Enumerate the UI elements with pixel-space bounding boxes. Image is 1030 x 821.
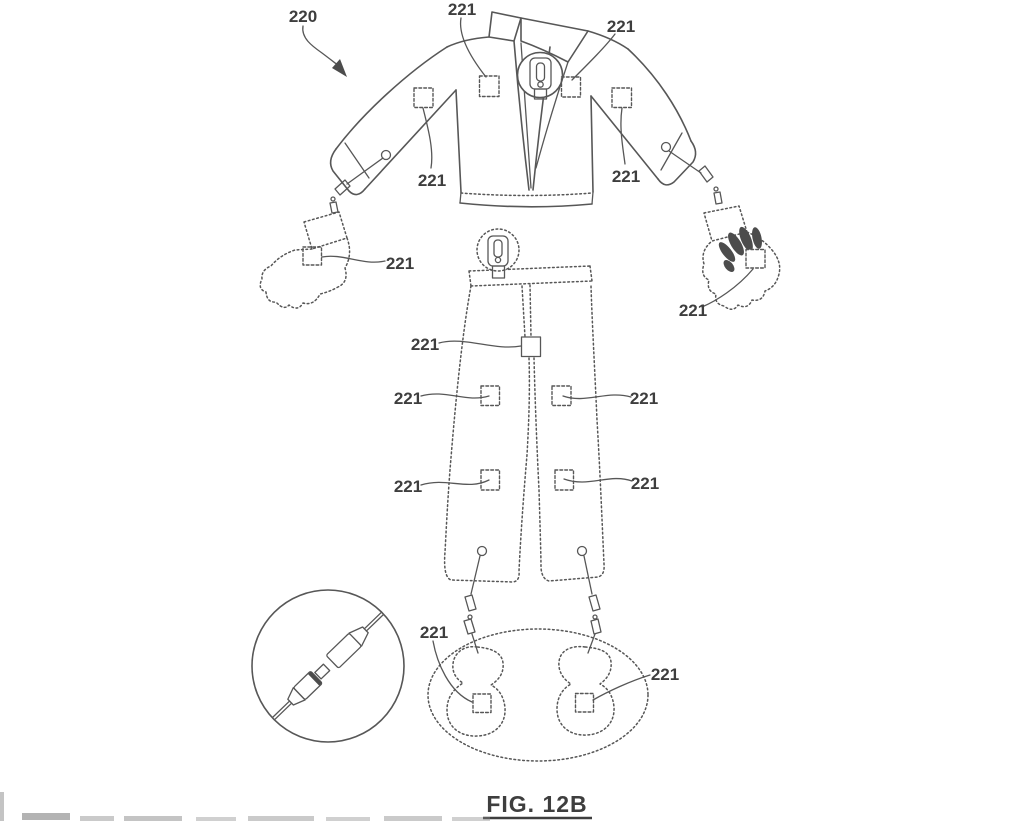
pants-right-thigh-patch xyxy=(551,385,572,407)
left-glove-patch xyxy=(302,246,323,266)
ref-label-left-thigh: 221 xyxy=(394,389,422,408)
pants-left-knee-patch xyxy=(480,469,501,491)
pants-fly-patch xyxy=(520,336,542,358)
system-arrow xyxy=(302,25,347,77)
jacket-left-cuff-port xyxy=(380,149,392,161)
jacket-right-sleeve xyxy=(627,48,692,142)
jacket-zipper-pull-icon xyxy=(516,51,564,100)
figure-caption: FIG. 12B xyxy=(483,791,592,820)
ref-label-right-thigh: 221 xyxy=(630,389,658,408)
insoles-boundary-ellipse xyxy=(427,628,649,762)
ref-label-left-glove: 221 xyxy=(386,254,414,273)
pants-zipper-pull-icon xyxy=(476,228,520,279)
pants-left-hem-port xyxy=(476,545,488,557)
right-insole-patch xyxy=(574,692,595,713)
jacket-right-sleeve-patch xyxy=(611,87,633,109)
ref-label-system: 220 xyxy=(289,7,317,26)
ref-label-left-sleeve: 221 xyxy=(418,171,446,190)
jacket-zipper-opening xyxy=(513,40,530,191)
left-ankle-cord xyxy=(463,555,481,654)
insoles xyxy=(427,628,649,762)
pants-right-hem-port xyxy=(576,545,588,557)
jacket-right-cuff-port xyxy=(660,141,672,153)
connector-detail-callout xyxy=(251,589,405,743)
jacket-left-sleeve xyxy=(335,46,448,150)
right-ankle-cord xyxy=(583,555,602,654)
right-glove xyxy=(702,205,781,310)
pants xyxy=(443,228,605,654)
annotation-leaders xyxy=(302,17,754,703)
left-cuff-cord xyxy=(329,157,384,214)
left-insole-patch xyxy=(472,693,492,714)
figure-caption-text: FIG. 12B xyxy=(486,791,587,817)
cable-connector-pair-icon xyxy=(272,612,384,720)
right-glove-knuckle-pads xyxy=(718,226,762,272)
reference-labels: 220 221 221 221 221 221 221 221 221 221 … xyxy=(289,0,707,684)
jacket-left-sleeve-patch xyxy=(413,87,434,109)
ref-label-right-glove: 221 xyxy=(679,301,707,320)
jacket-hem-band xyxy=(460,192,593,197)
pants-left-thigh-patch xyxy=(480,385,501,407)
ref-label-fly: 221 xyxy=(411,335,439,354)
right-insole xyxy=(556,645,615,736)
ref-label-left-chest: 221 xyxy=(448,0,476,19)
cut-off-text-sliver xyxy=(0,792,490,821)
left-insole xyxy=(446,645,506,737)
ref-label-left-insole: 221 xyxy=(420,623,448,642)
left-glove xyxy=(259,211,351,309)
ref-label-right-insole: 221 xyxy=(651,665,679,684)
jacket-collar-left-flap xyxy=(488,11,522,42)
ref-label-right-knee: 221 xyxy=(631,474,659,493)
jacket xyxy=(329,11,723,214)
ref-label-left-knee: 221 xyxy=(394,477,422,496)
jacket-left-chest-patch xyxy=(478,75,500,98)
ref-label-right-chest: 221 xyxy=(607,17,635,36)
ref-label-right-sleeve: 221 xyxy=(612,167,640,186)
jacket-right-chest-patch xyxy=(560,76,582,98)
right-cuff-cord xyxy=(668,150,723,205)
pants-right-knee-patch xyxy=(554,469,575,491)
right-glove-patch xyxy=(745,248,766,269)
